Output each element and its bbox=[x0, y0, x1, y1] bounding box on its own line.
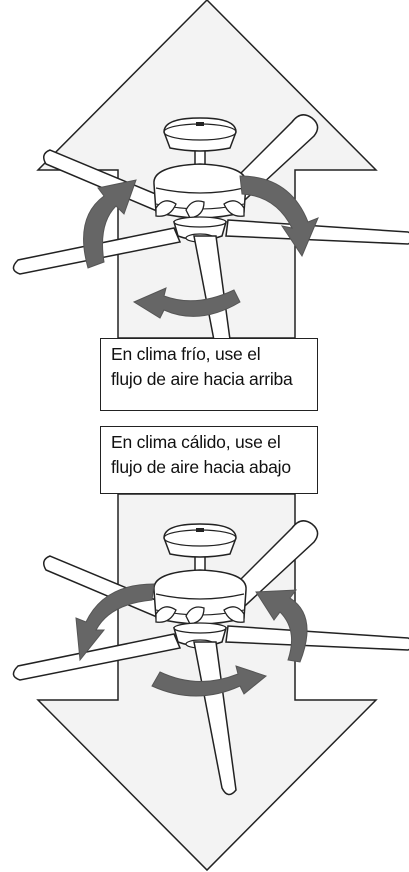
rotation-arrow-right bbox=[239, 175, 319, 258]
caption-downward-line1: En clima cálido, use el bbox=[111, 432, 281, 452]
caption-upward-airflow: En clima frío, use el flujo de aire haci… bbox=[100, 338, 318, 411]
rotation-arrow-left bbox=[83, 179, 137, 269]
rotation-arrows-upper bbox=[83, 175, 319, 319]
rotation-arrow-right bbox=[255, 589, 308, 663]
caption-upward-line2: flujo de aire hacia arriba bbox=[111, 369, 293, 389]
caption-downward-airflow: En clima cálido, use el flujo de aire ha… bbox=[100, 426, 318, 494]
rotation-arrow-bottom bbox=[132, 287, 241, 319]
caption-downward-line2: flujo de aire hacia abajo bbox=[111, 457, 291, 477]
rotation-arrows-lower bbox=[75, 583, 308, 697]
rotation-arrow-left bbox=[75, 583, 155, 662]
caption-upward-line1: En clima frío, use el bbox=[111, 344, 261, 364]
rotation-arrow-bottom bbox=[151, 665, 268, 697]
